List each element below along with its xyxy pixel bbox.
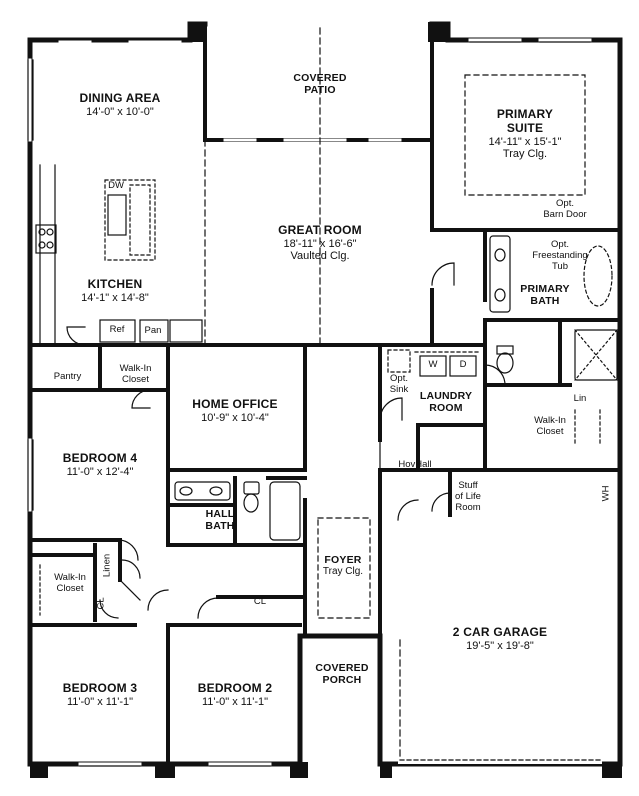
- room-dims: 11'-0" x 12'-4": [66, 465, 134, 478]
- room-dims: 14'-11" x 15'-1": [488, 135, 562, 148]
- label-line2: Closet: [122, 373, 149, 385]
- room-note: Tray Clg.: [322, 566, 364, 578]
- primary-linen-label: Lin: [568, 393, 592, 405]
- room-dims: 19'-5" x 19'-8": [466, 639, 534, 652]
- label-line1: Opt.: [551, 239, 569, 250]
- pan-label: Pan: [140, 325, 166, 337]
- label-line1: Walk-In: [119, 363, 152, 374]
- room-name: HOME OFFICE: [192, 397, 278, 411]
- refrigerator-label: Ref: [102, 324, 132, 336]
- label-line1: Opt.: [390, 373, 408, 384]
- label-line2: of Life: [455, 490, 481, 502]
- primary-suite-label: PRIMARY SUITE 14'-11" x 15'-1" Tray Clg.: [470, 107, 580, 161]
- label-text: Pan: [144, 325, 162, 336]
- label-text: Pantry: [53, 371, 82, 382]
- water-heater-label: WH: [600, 483, 613, 503]
- bedroom-3-walkin-closet-label: Walk-In Closet: [45, 572, 95, 595]
- label-text: CL: [95, 597, 107, 610]
- thin-details: [27, 27, 618, 767]
- room-name-line1: PRIMARY: [496, 107, 554, 121]
- opt-sink-label: Opt. Sink: [384, 373, 414, 396]
- room-name: BEDROOM 4: [62, 451, 138, 465]
- label-text: Lin: [573, 393, 587, 404]
- dishwasher-label: DW: [105, 180, 127, 192]
- home-office-label: HOME OFFICE 10'-9" x 10'-4": [175, 397, 295, 424]
- room-name: GREAT ROOM: [278, 223, 362, 237]
- bedroom-2-closet-label: CL: [248, 596, 272, 608]
- label-text: W: [428, 359, 438, 370]
- label-line2: Freestanding: [532, 249, 588, 261]
- room-name-line1: LAUNDRY: [419, 390, 473, 402]
- room-name-line2: PATIO: [304, 84, 336, 97]
- label-text: WH: [600, 485, 612, 502]
- covered-patio-label: COVERED PATIO: [270, 72, 370, 96]
- room-name-line1: COVERED: [315, 662, 369, 674]
- room-dims: 14'-1" x 14'-8": [81, 291, 149, 304]
- interior-walls: [28, 22, 622, 766]
- bedroom-3-label: BEDROOM 3 11'-0" x 11'-1": [45, 681, 155, 708]
- label-text: HovHall: [398, 459, 432, 470]
- room-name: 2 CAR GARAGE: [452, 625, 548, 639]
- covered-porch-label: COVERED PORCH: [310, 662, 374, 686]
- room-dims: 10'-9" x 10'-4": [201, 411, 269, 424]
- room-name-line2: BATH: [205, 520, 235, 533]
- room-note: Tray Clg.: [502, 148, 548, 161]
- wall-corners: [30, 22, 622, 778]
- kitchen-label: KITCHEN 14'-1" x 14'-8": [60, 277, 170, 304]
- room-dims: 14'-0" x 10'-0": [86, 105, 154, 118]
- barn-door-label: Opt. Barn Door: [535, 198, 595, 221]
- great-room-label: GREAT ROOM 18'-11" x 16'-6" Vaulted Clg.: [260, 223, 380, 263]
- room-note: Vaulted Clg.: [290, 250, 350, 263]
- washer-label: W: [423, 359, 443, 371]
- room-name-line1: PRIMARY: [520, 283, 570, 295]
- room-name-line2: BATH: [530, 295, 560, 308]
- foyer-label: FOYER Tray Clg.: [312, 554, 374, 578]
- stuff-of-life-room-label: Stuff of Life Room: [450, 480, 486, 514]
- laundry-room-label: LAUNDRY ROOM: [416, 390, 476, 414]
- label-text: DW: [108, 180, 124, 191]
- garage-label: 2 CAR GARAGE 19'-5" x 19'-8": [430, 625, 570, 652]
- label-text: CL: [253, 596, 267, 607]
- dining-area-label: DINING AREA 14'-0" x 10'-0": [60, 91, 180, 118]
- label-line2: Closet: [56, 582, 84, 594]
- room-dims: 18'-11" x 16'-6": [283, 237, 357, 250]
- bedroom-2-label: BEDROOM 2 11'-0" x 11'-1": [180, 681, 290, 708]
- label-line2: Closet: [536, 425, 564, 437]
- kitchen-walkin-closet-label: Walk-In Closet: [108, 363, 163, 386]
- primary-bath-label: PRIMARY BATH: [515, 283, 575, 307]
- room-name: BEDROOM 2: [197, 681, 273, 695]
- room-name-line1: COVERED: [293, 72, 347, 84]
- room-dims: 11'-0" x 11'-1": [66, 695, 134, 708]
- room-name: KITCHEN: [87, 277, 143, 291]
- dryer-label: D: [453, 359, 473, 371]
- label-text: Linen: [101, 553, 113, 578]
- pantry-label: Pantry: [40, 371, 95, 383]
- room-name: BEDROOM 3: [62, 681, 138, 695]
- room-name-line2: PORCH: [322, 674, 362, 687]
- room-name: FOYER: [324, 554, 362, 566]
- primary-walkin-closet-label: Walk-In Closet: [520, 415, 580, 438]
- label-line2: Sink: [389, 383, 409, 395]
- hovhall-label: HovHall: [390, 459, 440, 471]
- linen-label: Linen: [101, 545, 114, 585]
- room-name-line1: HALL: [205, 508, 235, 520]
- room-name: DINING AREA: [79, 91, 161, 105]
- freestanding-tub-label: Opt. Freestanding Tub: [525, 239, 595, 273]
- label-line1: Stuff: [458, 480, 478, 491]
- label-line1: Walk-In: [54, 572, 86, 583]
- label-line2: Barn Door: [543, 208, 587, 220]
- bedroom-4-label: BEDROOM 4 11'-0" x 12'-4": [45, 451, 155, 478]
- label-line1: Walk-In: [534, 415, 566, 426]
- hall-closet-label: CL: [95, 593, 108, 613]
- hall-bath-label: HALL BATH: [195, 508, 245, 532]
- room-name-line2: ROOM: [429, 402, 463, 415]
- label-line1: Opt.: [556, 198, 574, 209]
- label-text: Ref: [109, 324, 125, 335]
- label-line3: Tub: [551, 260, 569, 272]
- label-line3: Room: [455, 501, 481, 513]
- label-text: D: [459, 359, 467, 370]
- room-dims: 11'-0" x 11'-1": [201, 695, 269, 708]
- room-name-line2: SUITE: [506, 120, 544, 135]
